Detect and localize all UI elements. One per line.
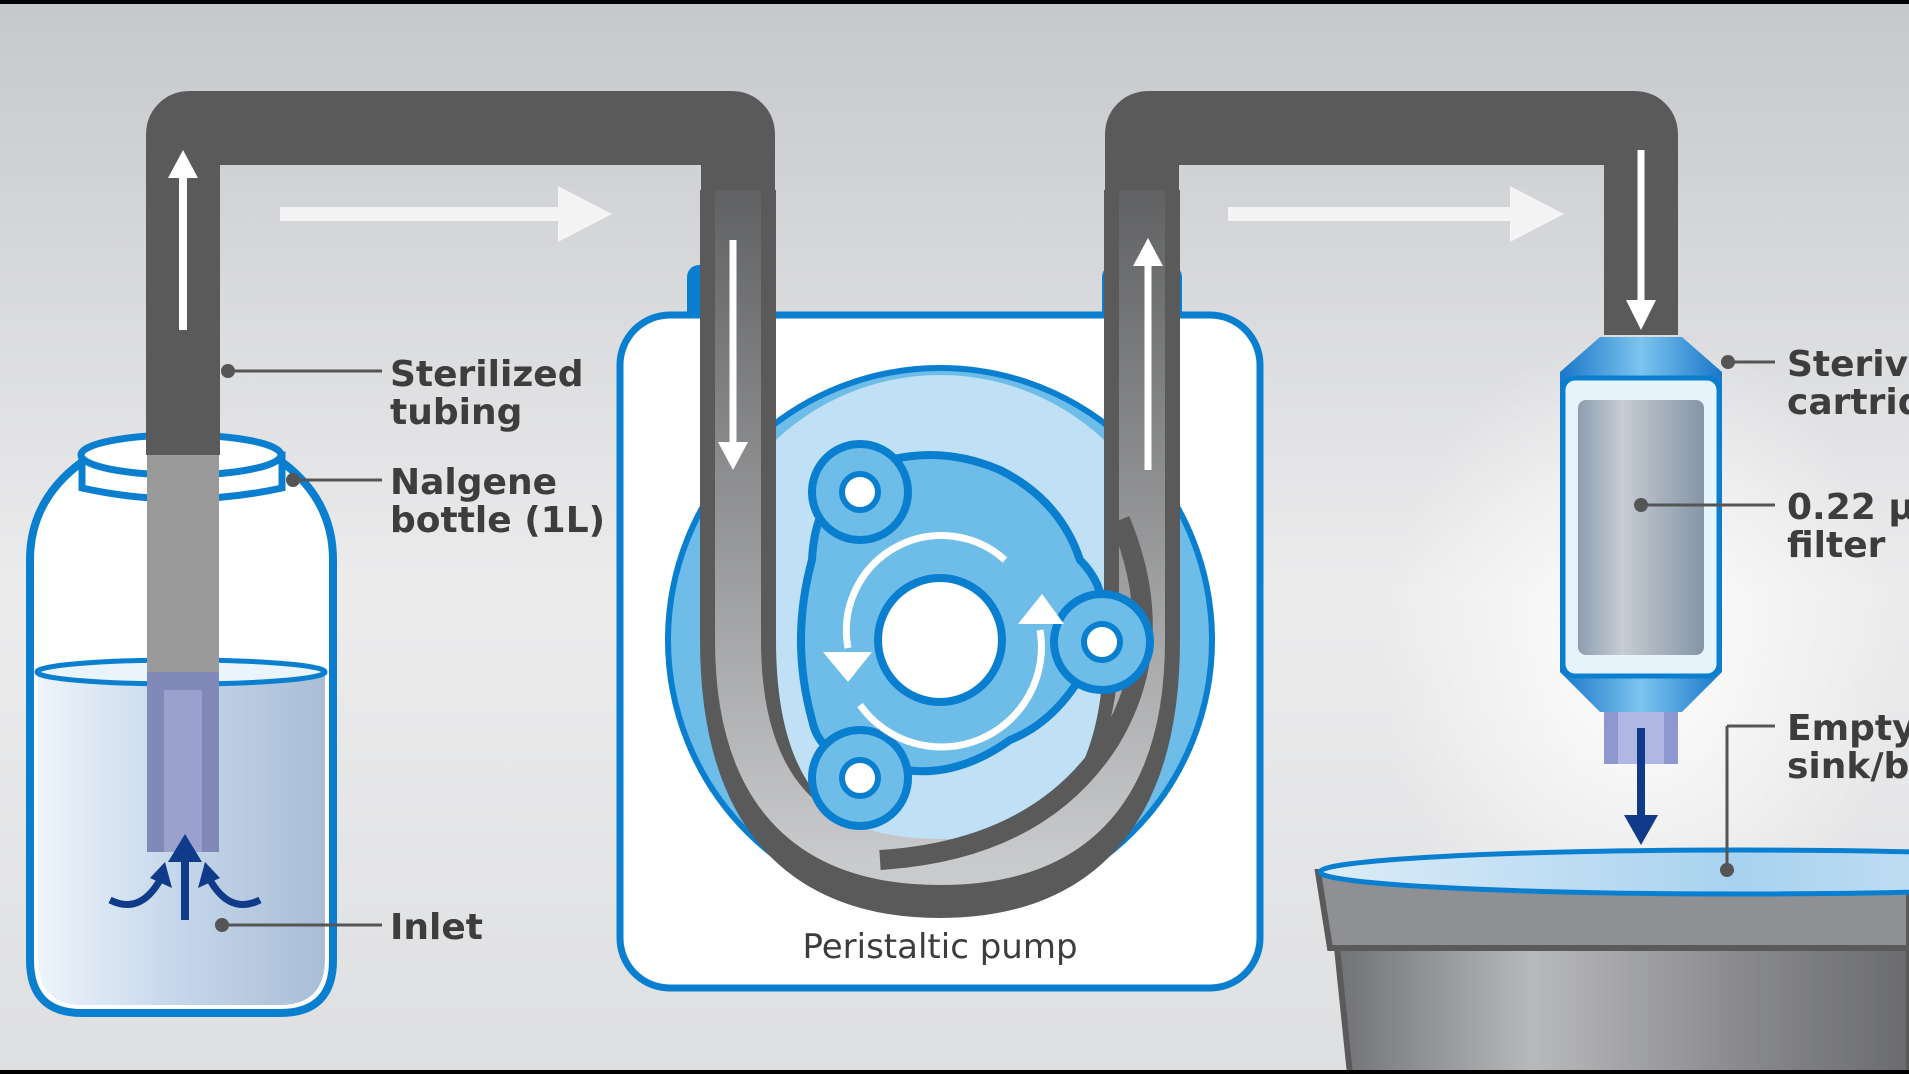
pump-label: Peristaltic pump [802,927,1077,967]
bottom-frame [0,1070,1909,1074]
roller-2-axle [1081,621,1123,663]
drip-arrow-head [1624,815,1658,845]
flow-arrow-down-head [718,442,748,470]
tube-in-bottle-air [147,455,219,675]
tube-top-right [1105,91,1678,335]
sink-bucket [1314,847,1909,1074]
label-cartridge: Sterivex cartridge [1787,344,1909,423]
flow-arrow-up-right-head [1133,238,1163,266]
tubing-left [146,91,775,852]
rotation-arrow-right-head [1018,594,1064,624]
label-sink: Empty sink/bucket [1787,708,1909,787]
tube-top-left [146,91,775,455]
rotor-hub [874,574,1006,706]
roller-3-axle [839,757,881,799]
inlet-arrows [108,834,262,920]
filter-membrane [1578,400,1704,655]
peristaltic-pump: Peristaltic pump [616,190,1264,992]
pump-tube-squeeze [879,516,1153,870]
label-filter: 0.22 µm filter [1787,487,1909,566]
sterivex-cartridge [1560,337,1722,764]
flow-arrow-down-right-head [1626,300,1656,330]
rotation-arrow-left [842,532,1008,649]
rotation-arrow-right [857,629,1045,751]
tube-submerged-inner [164,690,202,852]
flow-arrow-right-1 [280,186,612,242]
rotation-arrow-left-head [823,652,872,682]
label-bottle: Nalgene bottle (1L) [390,462,605,541]
label-inlet: Inlet [390,907,483,948]
leader-lines [215,355,1775,932]
roller-1-axle [839,471,881,513]
label-tubing: Sterilized tubing [390,354,596,433]
flow-arrow-right-2 [1228,186,1564,242]
bucket-rim [1317,847,1909,897]
flow-arrow-up-head [168,150,198,178]
